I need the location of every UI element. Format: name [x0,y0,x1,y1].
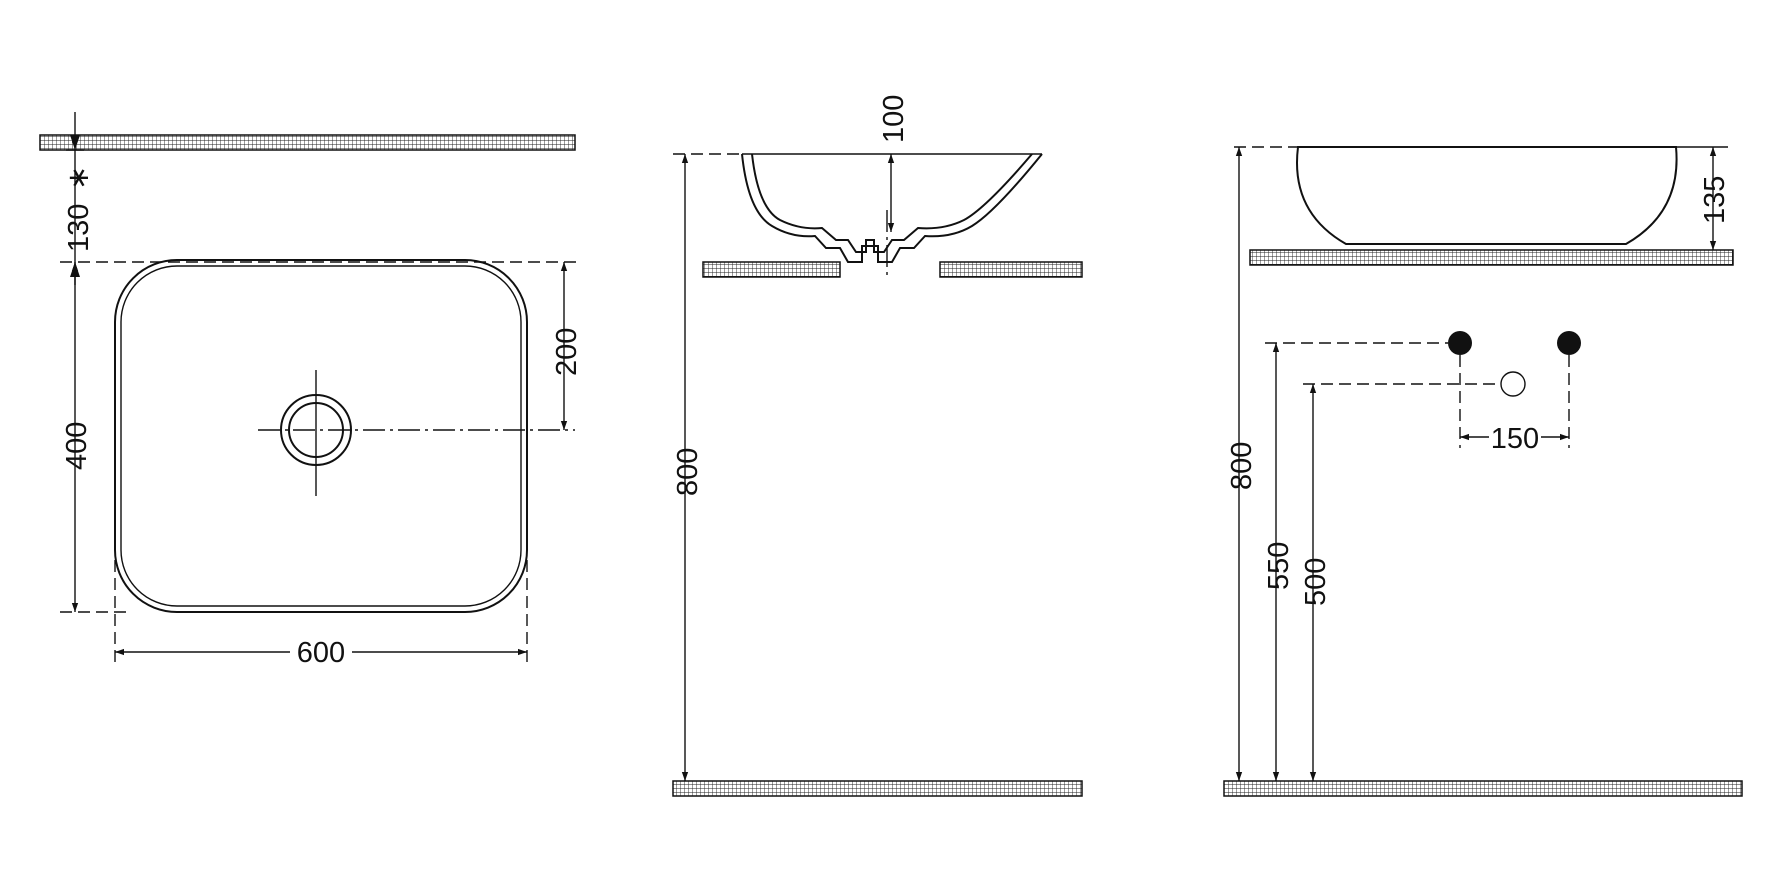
wall-slab [39,134,576,151]
dim-800-label: 800 [672,448,704,496]
floor-slab-side [1223,780,1743,797]
dim-500-label: 500 [1300,558,1332,606]
counter-right [939,261,1083,278]
front-section-view: 100 800 [672,95,1083,797]
dim-800-side-label: 800 [1226,442,1258,490]
counter-slab [1249,249,1734,266]
floor-slab [672,780,1083,797]
side-view: 135 150 800 550 500 [1223,146,1743,797]
basin-shell-inner [751,153,1033,253]
water-inlet-left [1448,331,1472,355]
basin-profile [1296,146,1678,245]
water-inlet-right [1557,331,1581,355]
dim-130-arrow-top [70,135,80,150]
basin-outline-inner [120,265,522,607]
dim-550-label: 550 [1263,542,1295,590]
dim-200-label: 200 [551,328,583,376]
counter-left [702,261,841,278]
basin-shell-outer [741,153,1043,263]
dim-130-asterisk: ∗ [63,166,95,190]
basin-outline-outer [114,259,528,613]
dim-600-label: 600 [297,637,345,669]
dim-135-label: 135 [1699,176,1731,224]
dim-130-label: 130 [63,204,95,252]
dim-400-label: 400 [61,422,93,470]
waste-outlet [1500,371,1526,397]
dim-100-label: 100 [878,95,910,143]
dim-150-label: 150 [1491,423,1539,455]
top-view: 130 ∗ 400 200 600 [39,112,583,669]
